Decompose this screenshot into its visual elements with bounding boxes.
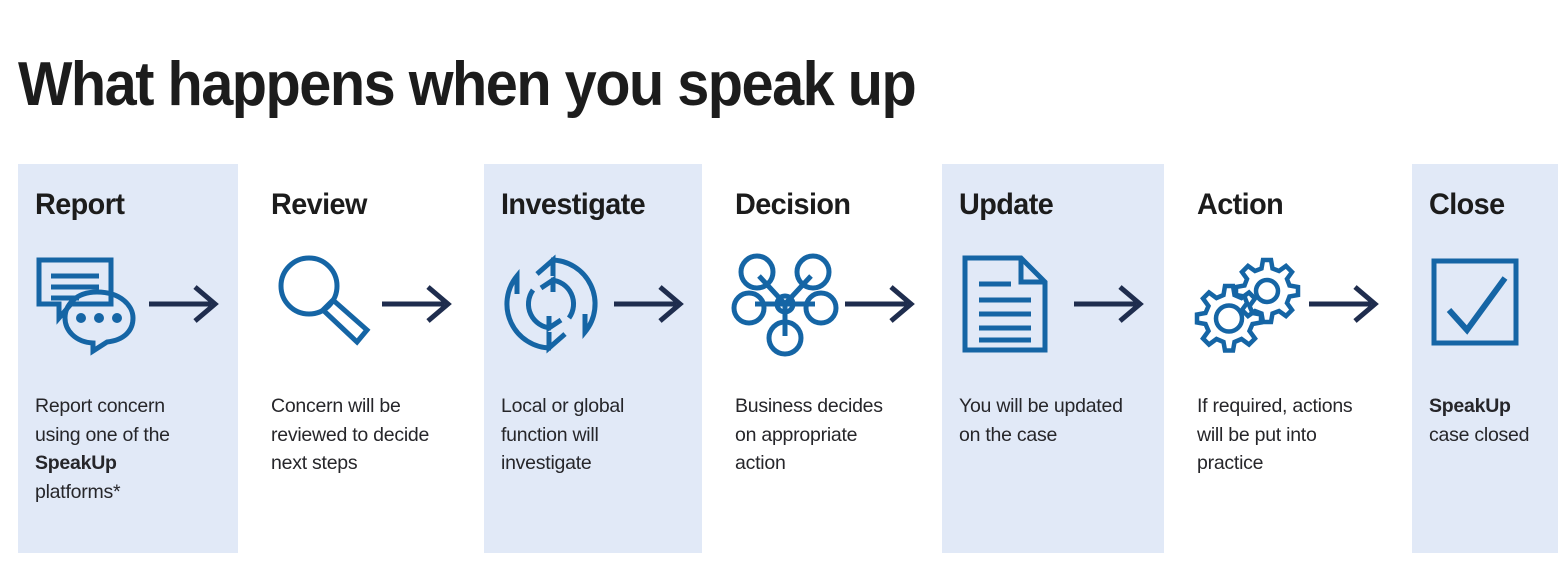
- step-body-investigate: Local or global function will investigat…: [501, 392, 686, 478]
- icon-row-action: [1194, 244, 1380, 364]
- step-heading-review: Review: [271, 188, 367, 221]
- icon-row-review: [271, 244, 452, 364]
- spacer: [468, 164, 484, 553]
- step-update: Update: [942, 164, 1164, 553]
- flow-arrow-2: [375, 284, 452, 324]
- icon-row-decision: [731, 244, 915, 364]
- document-page-icon: [959, 252, 1063, 356]
- step-heading-investigate: Investigate: [501, 188, 646, 221]
- step-heading-decision: Decision: [735, 188, 851, 221]
- icon-row-close: [1429, 244, 1558, 364]
- process-flow: Report: [18, 164, 1558, 553]
- speech-bubbles-icon: [35, 252, 139, 356]
- step-report: Report: [18, 164, 238, 553]
- icon-row-report: [35, 244, 222, 364]
- magnifying-glass-icon: [271, 252, 375, 356]
- spacer: [926, 164, 942, 553]
- spacer: [1396, 164, 1412, 553]
- page-title: What happens when you speak up: [18, 49, 917, 119]
- step-body-text: Report concern using one of the: [35, 395, 170, 446]
- step-body-report: Report concern using one of the SpeakUp …: [35, 392, 222, 506]
- spacer: [1164, 164, 1180, 553]
- step-body-text: case closed: [1429, 423, 1530, 446]
- step-review: Review Concern will be reviewed to deci: [254, 164, 468, 553]
- flow-arrow-3: [605, 284, 686, 324]
- step-body-text: Concern will be reviewed to decide next …: [271, 395, 430, 474]
- flow-arrow-4: [839, 284, 915, 324]
- flow-arrow-1: [139, 284, 222, 324]
- icon-row-update: [959, 244, 1148, 364]
- cycle-arrows-icon: [501, 252, 605, 356]
- step-body-close: SpeakUp case closed: [1429, 392, 1558, 449]
- step-heading-update: Update: [959, 188, 1054, 221]
- step-body-text: You will be updated on the case: [959, 395, 1123, 446]
- checkbox-tick-icon: [1429, 252, 1533, 356]
- step-body-text: If required, actions will be put into pr…: [1197, 395, 1353, 474]
- step-action: Action If req: [1180, 164, 1396, 553]
- step-close: Close SpeakUp case closed: [1412, 164, 1558, 553]
- step-investigate: Investigate: [484, 164, 702, 553]
- step-body-review: Concern will be reviewed to decide next …: [271, 392, 452, 478]
- step-body-text: Business decides on appropriate action: [735, 395, 883, 474]
- step-body-text-2: platforms*: [35, 480, 121, 503]
- spacer: [238, 164, 254, 553]
- flow-arrow-5: [1063, 284, 1148, 324]
- step-body-text: Local or global function will investigat…: [501, 395, 625, 474]
- step-decision: Decision: [718, 164, 926, 553]
- step-body-decision: Business decides on appropriate action: [735, 392, 910, 478]
- speakup-brand: SpeakUp: [1429, 395, 1511, 417]
- speakup-brand: SpeakUp: [35, 452, 117, 474]
- spacer: [702, 164, 718, 553]
- network-nodes-icon: [731, 252, 839, 357]
- step-body-update: You will be updated on the case: [959, 392, 1148, 449]
- flow-arrow-6: [1301, 284, 1380, 324]
- step-heading-report: Report: [35, 188, 125, 221]
- step-heading-close: Close: [1429, 188, 1505, 221]
- icon-row-investigate: [501, 244, 686, 364]
- step-body-action: If required, actions will be put into pr…: [1197, 392, 1380, 478]
- step-heading-action: Action: [1197, 188, 1284, 221]
- gears-icon: [1194, 252, 1301, 356]
